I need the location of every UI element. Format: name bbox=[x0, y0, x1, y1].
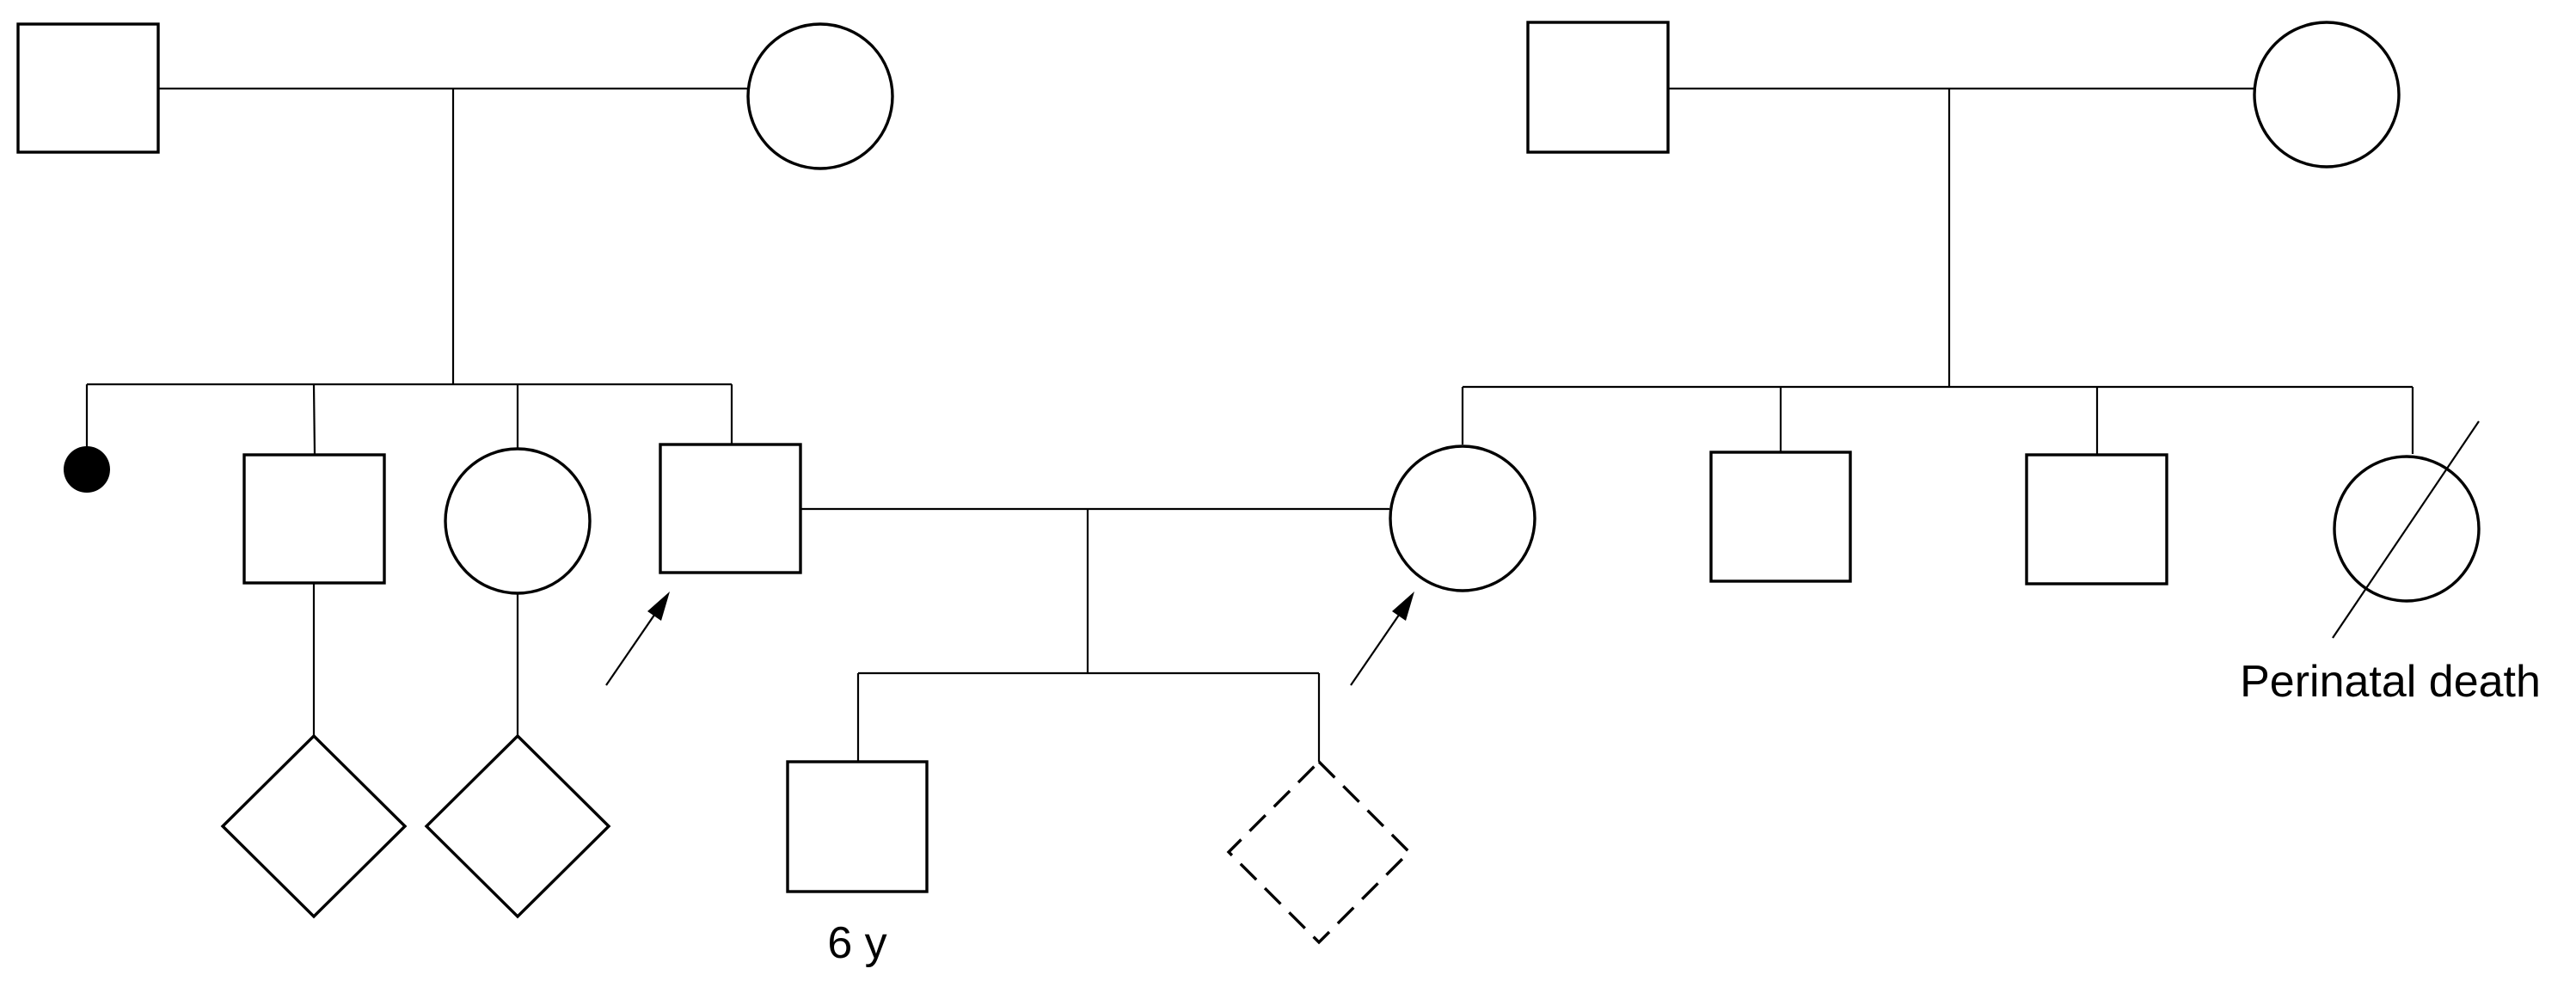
brother-in-law-1-male bbox=[1709, 451, 1852, 583]
grandmother-maternal-female bbox=[2253, 21, 2401, 169]
proband-arrow-male-icon bbox=[647, 592, 670, 621]
proband-father-male bbox=[659, 443, 802, 574]
brother-male bbox=[242, 453, 386, 585]
nephew-niece-diamond-1 bbox=[220, 733, 408, 919]
perinatal-death-label: Perinatal death bbox=[2240, 657, 2541, 707]
son-male bbox=[786, 760, 929, 893]
proband-arrow-male-shaft bbox=[605, 608, 659, 686]
deceased-slash bbox=[2332, 420, 2480, 639]
grandfather-paternal-male bbox=[16, 22, 160, 154]
grandmother-paternal-female bbox=[746, 22, 894, 170]
grandfather-maternal-male bbox=[1526, 21, 1670, 154]
pregnancy-diamond bbox=[1226, 759, 1412, 945]
individual-line-brother bbox=[312, 383, 316, 456]
nephew-niece-diamond-2 bbox=[424, 733, 611, 919]
proband-arrow-female-icon bbox=[1392, 592, 1414, 621]
affected-sister-female bbox=[64, 446, 110, 493]
proband-arrow-female-shaft bbox=[1350, 608, 1404, 686]
sister-female bbox=[444, 447, 592, 595]
son-age-label: 6 y bbox=[827, 918, 886, 968]
proband-mother-female bbox=[1389, 444, 1536, 592]
brother-in-law-2-male bbox=[2025, 453, 2168, 585]
